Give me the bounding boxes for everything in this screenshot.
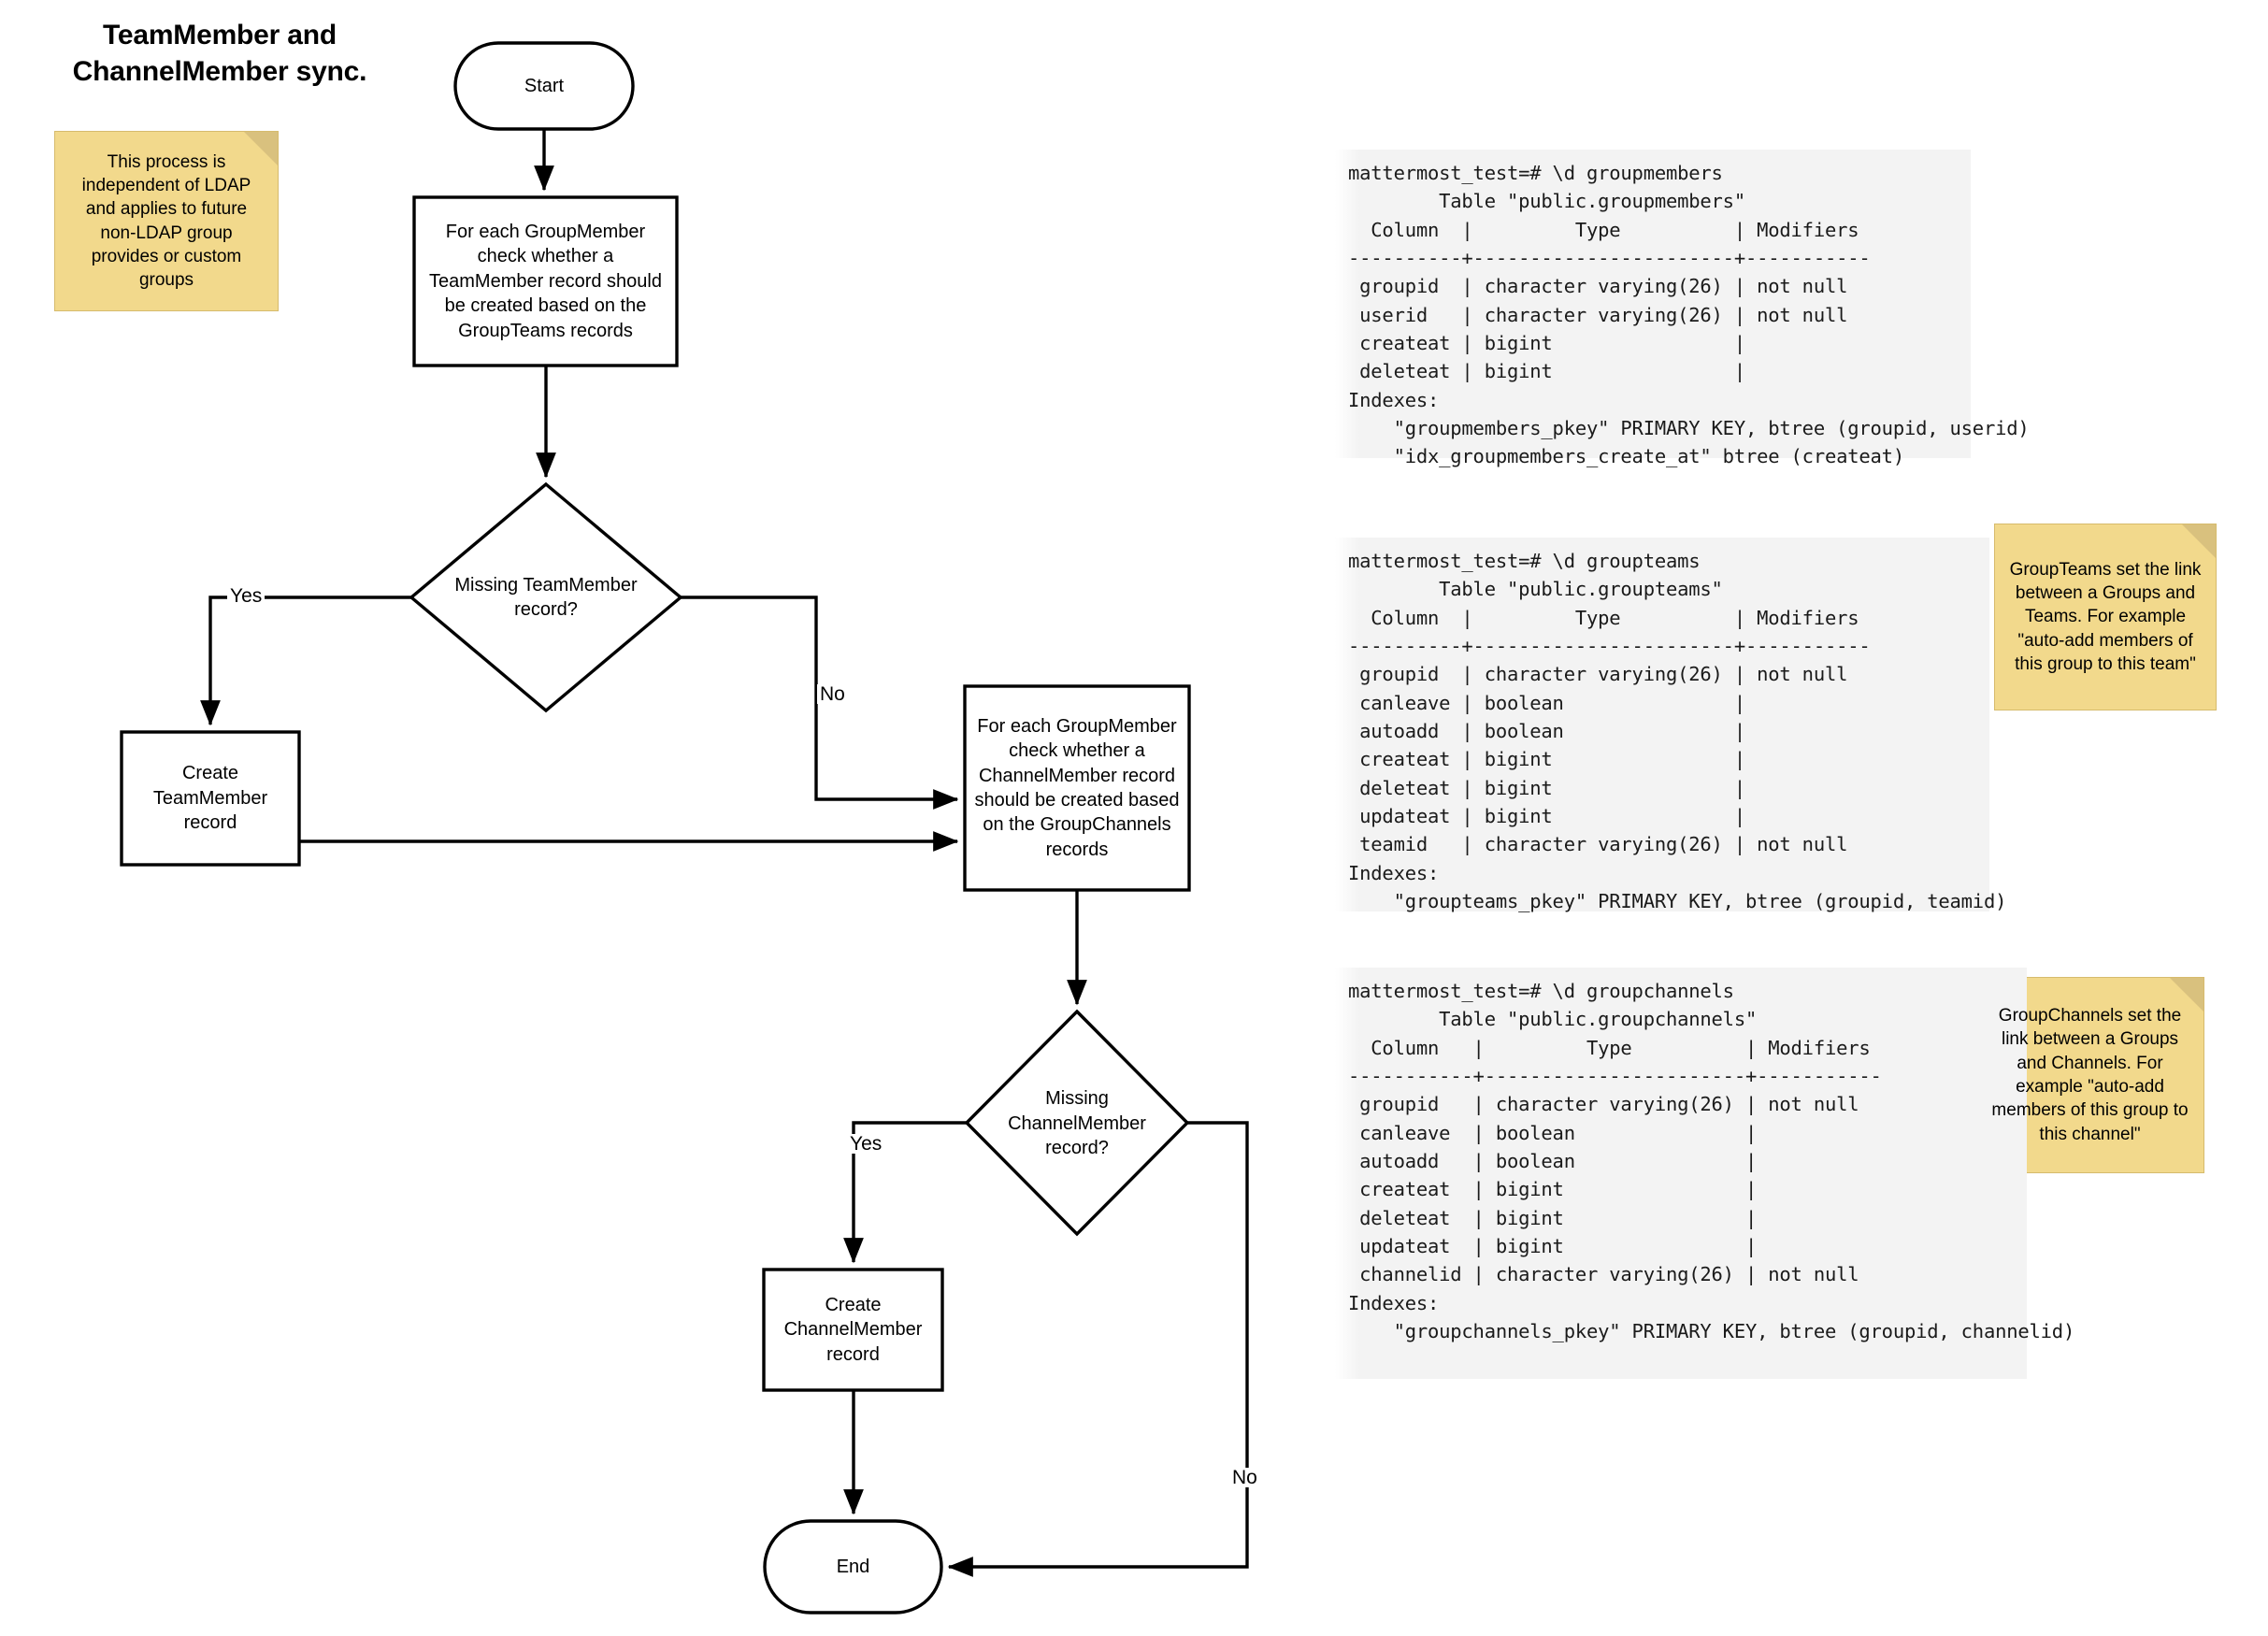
note-groupteams: GroupTeams set the link between a Groups… [1994,524,2217,710]
note-ldap: This process is independent of LDAP and … [54,131,279,311]
note-fold-icon [2170,978,2203,1012]
edge-channel-no [947,1121,1249,1577]
edge-label-channel-no: No [1229,1468,1260,1487]
terminal-block-groupchannels: mattermost_test=# \d groupchannels Table… [1335,968,2074,1379]
terminal-block-groupmembers: mattermost_test=# \d groupmembers Table … [1335,150,2030,467]
note-ldap-text: This process is independent of LDAP and … [81,151,251,291]
node-check-team-shape [412,195,679,367]
note-fold-icon [244,132,278,165]
node-missing-team-shape [409,481,683,713]
note-groupteams-text: GroupTeams set the link between a Groups… [2009,559,2202,674]
terminal-block-groupteams: mattermost_test=# \d groupteams Table "p… [1335,538,2006,912]
node-check-channel-shape [963,684,1191,892]
note-groupchannels: GroupChannels set the link between a Gro… [1975,977,2204,1173]
node-start-shape [453,41,635,131]
edge-label-team-no: No [817,684,848,704]
node-create-channel-shape [762,1268,944,1392]
node-end-shape [763,1519,943,1614]
note-groupchannels-text: GroupChannels set the link between a Gro… [1991,1006,2189,1144]
page-title: TeamMember and ChannelMember sync. [72,20,367,87]
edge-team-no [681,596,959,810]
edge-team-yes [200,596,411,726]
edge-channel-yes [843,1121,967,1264]
note-fold-icon [2182,524,2216,558]
node-missing-channel-shape [964,1009,1190,1237]
node-create-team-shape [120,730,301,867]
edge-label-channel-yes: Yes [847,1134,885,1154]
edge-label-team-yes: Yes [227,586,266,606]
